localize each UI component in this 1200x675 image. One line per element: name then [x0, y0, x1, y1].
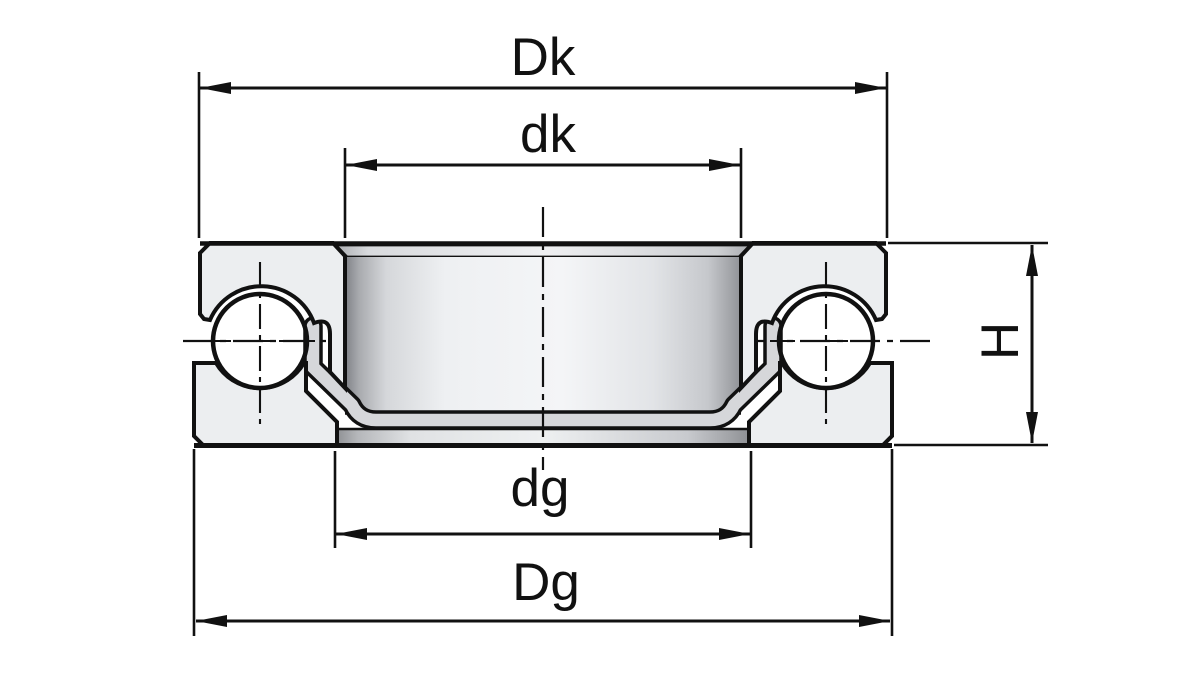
dimension-dg-inner-bottom: dg	[333, 451, 753, 548]
top-washer-section-right	[739, 241, 888, 394]
dimension-dk-outer-top: Dk	[197, 28, 889, 238]
dimension-dg-outer-bottom: Dg	[192, 449, 894, 636]
ball-left	[206, 262, 316, 428]
dim-label-H: H	[971, 322, 1030, 360]
dim-label-Dk: Dk	[511, 28, 576, 87]
arrowhead	[855, 82, 886, 94]
dimension-dk-inner-top: dk	[343, 105, 743, 238]
arrowhead	[200, 82, 231, 94]
arrowhead	[709, 159, 740, 171]
arrowhead	[336, 528, 367, 540]
arrowhead	[346, 159, 377, 171]
dimension-h-height: H	[888, 241, 1048, 447]
dim-label-dg: dg	[511, 459, 570, 518]
arrowhead	[1026, 245, 1038, 276]
ball-right	[770, 262, 880, 428]
top-washer-section-left	[198, 241, 347, 394]
arrowhead	[196, 615, 227, 627]
arrowhead	[719, 528, 750, 540]
arrowhead	[1026, 412, 1038, 443]
dim-label-Dg: Dg	[512, 553, 580, 612]
arrowhead	[859, 615, 890, 627]
dim-label-dk: dk	[520, 105, 576, 164]
